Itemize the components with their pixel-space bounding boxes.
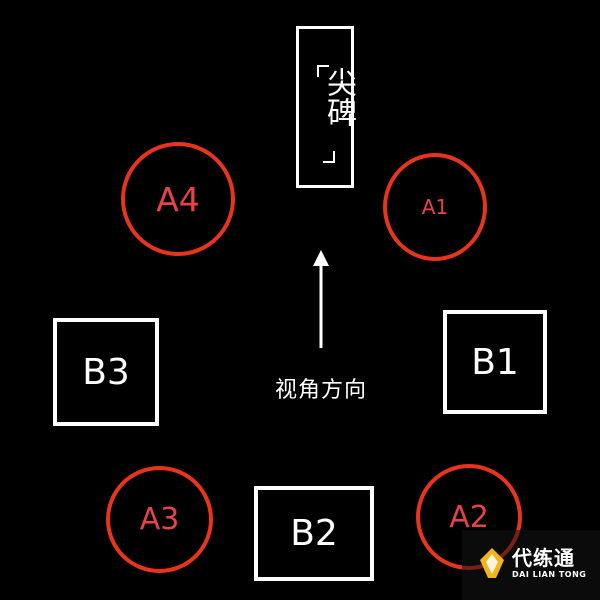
circle-a2-label: A2 [449,499,489,535]
square-b3: B3 [53,318,159,426]
arrow-up-icon [313,250,329,348]
circle-a4-label: A4 [156,179,200,219]
square-b3-label: B3 [82,351,130,393]
circle-a3-label: A3 [139,502,180,537]
circle-a1: A1 [383,153,487,261]
stele-bracket-close [323,151,335,163]
stele-label: 尖碑 [321,67,356,127]
square-b1: B1 [443,310,547,414]
watermark-logo: 代练通 DAI LIAN TONG [462,530,600,600]
circle-a4: A4 [121,142,235,256]
square-b2: B2 [254,486,374,581]
stele-bracket-open [317,65,329,77]
logo-icon [480,548,504,578]
square-b2-label: B2 [290,513,338,554]
square-b1-label: B1 [471,341,519,383]
view-direction-label: 视角方向 [274,378,367,403]
stele-marker: 尖碑 [296,26,356,188]
watermark-subtitle: DAI LIAN TONG [512,570,587,579]
circle-a1-label: A1 [421,195,449,219]
circle-a3: A3 [106,466,213,573]
watermark-title: 代练通 [512,546,575,570]
